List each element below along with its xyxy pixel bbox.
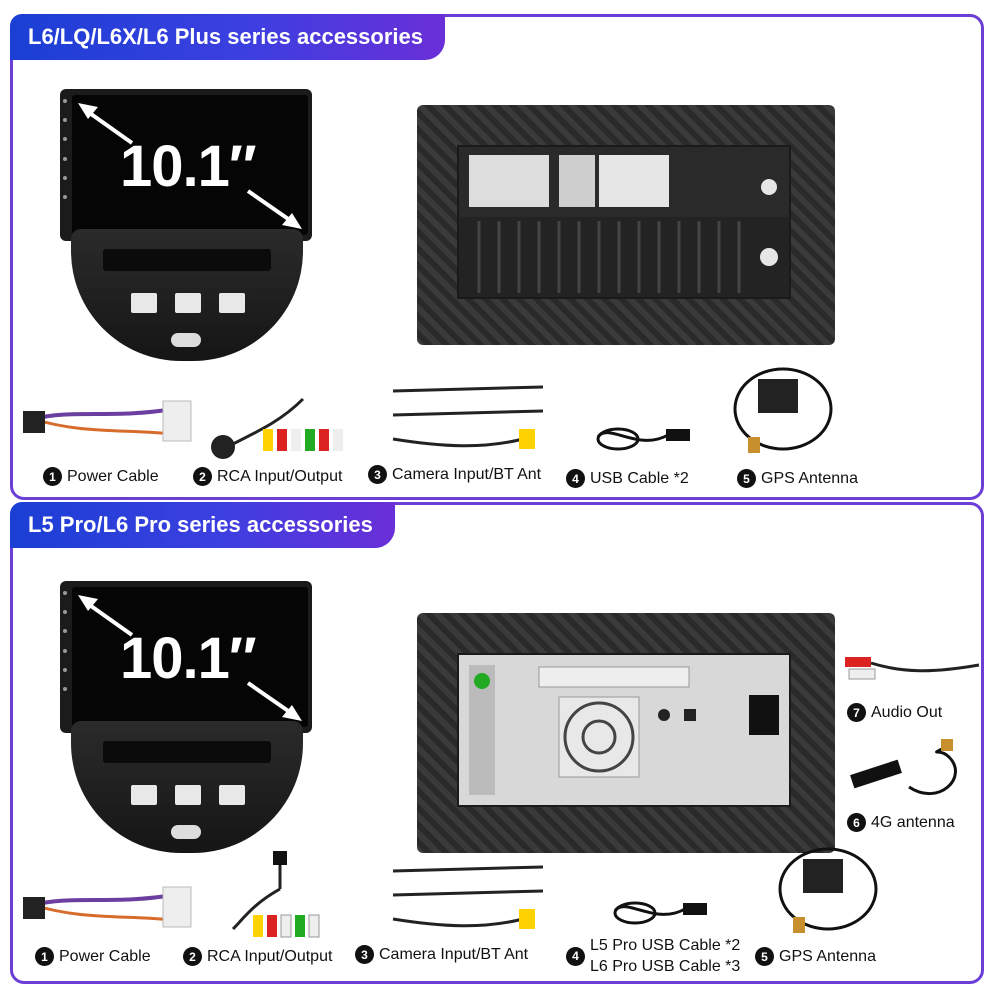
usb-cable-icon: [588, 417, 698, 462]
gps-antenna-icon: [773, 839, 883, 944]
usb-cable-icon: [605, 891, 715, 936]
diagonal-arrows-icon: [78, 103, 302, 229]
rear-connector-panel: [457, 653, 791, 807]
rca-cable-icon: [213, 849, 343, 949]
camera-cable-icon: [383, 857, 553, 947]
head-unit-front: 10.1″: [57, 581, 327, 856]
vent-icon: [131, 293, 157, 313]
accessories-section-1: L6/LQ/L6X/L6 Plus series accessories 10.…: [10, 14, 984, 500]
accessory-label: 4 USB Cable *2: [566, 469, 689, 488]
camera-cable-icon: [383, 377, 553, 467]
accessory-label: 3 Camera Input/BT Ant: [355, 945, 528, 964]
screen-size-label: 10.1″: [120, 134, 257, 199]
power-cable-icon: [23, 875, 193, 950]
rear-connector-panel: [457, 145, 791, 299]
display-screen: 10.1″: [72, 95, 308, 235]
vent-icon: [219, 785, 245, 805]
accessory-label: 3 Camera Input/BT Ant: [368, 465, 541, 484]
audio-out-cable-icon: [843, 643, 983, 698]
knob-icon: [171, 825, 201, 839]
vent-icon: [131, 785, 157, 805]
accessory-label: 5 GPS Antenna: [755, 947, 876, 966]
dash-fascia: [71, 721, 303, 853]
accessory-label: 7 Audio Out: [847, 703, 942, 722]
dash-fascia: [71, 229, 303, 361]
accessory-label: 5 GPS Antenna: [737, 469, 858, 488]
accessory-label: 1 Power Cable: [35, 947, 151, 966]
accessory-label: 1 Power Cable: [43, 467, 159, 486]
accessory-label: 4 L5 Pro USB Cable *2 L6 Pro USB Cable *…: [566, 935, 740, 977]
head-unit-front: 10.1″: [57, 89, 327, 364]
vent-icon: [219, 293, 245, 313]
section-title: L5 Pro/L6 Pro series accessories: [10, 502, 395, 548]
vent-icon: [175, 785, 201, 805]
4g-antenna-icon: [849, 737, 979, 812]
accessory-label: 2 RCA Input/Output: [193, 467, 342, 486]
head-unit-back: [417, 613, 835, 853]
display-screen: 10.1″: [72, 587, 308, 727]
knob-icon: [171, 333, 201, 347]
rca-cable-icon: [203, 389, 363, 469]
diagonal-arrows-icon: [78, 595, 302, 721]
gps-antenna-icon: [728, 359, 838, 464]
accessory-label: 2 RCA Input/Output: [183, 947, 332, 966]
accessories-section-2: L5 Pro/L6 Pro series accessories 10.1″: [10, 502, 984, 984]
power-cable-icon: [23, 389, 193, 464]
vent-icon: [175, 293, 201, 313]
accessory-label: 6 4G antenna: [847, 813, 955, 832]
section-title: L6/LQ/L6X/L6 Plus series accessories: [10, 14, 445, 60]
screen-size-label: 10.1″: [120, 626, 257, 691]
head-unit-back: [417, 105, 835, 345]
